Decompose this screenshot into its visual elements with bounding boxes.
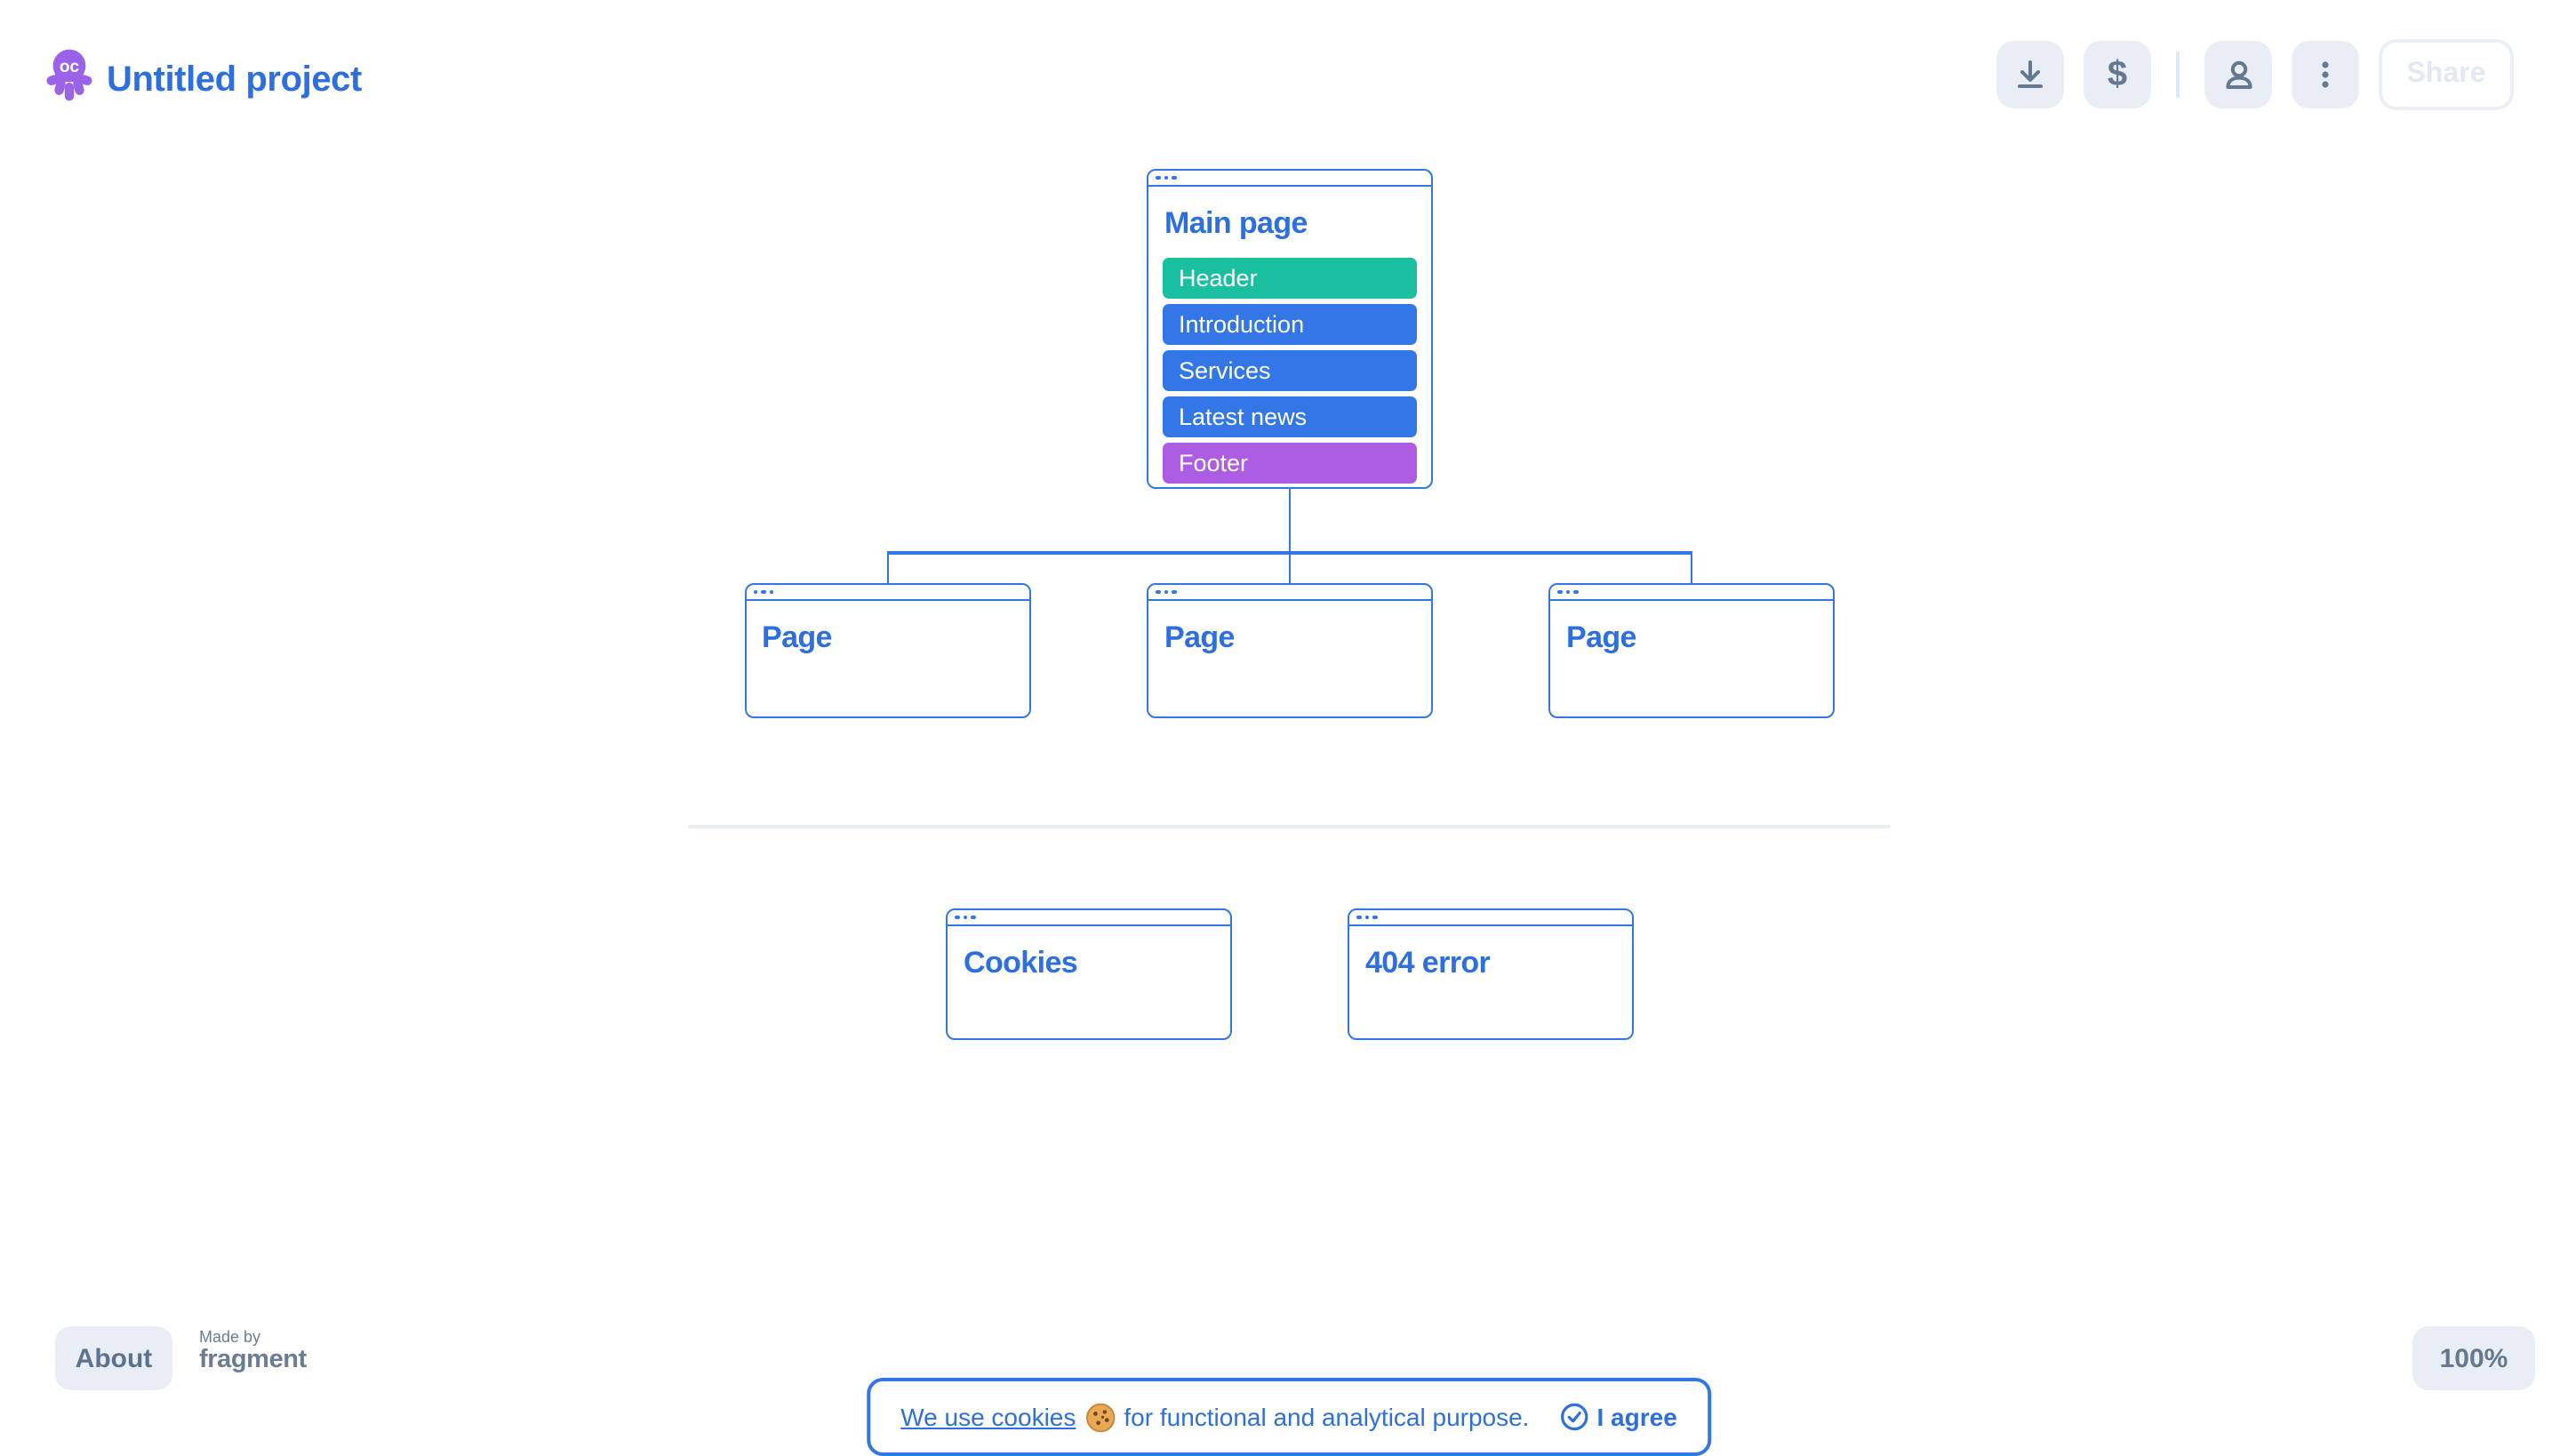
section-block-services[interactable]: Services <box>1163 350 1417 391</box>
toolbar: $ Share <box>1996 39 2514 110</box>
section-block-introduction[interactable]: Introduction <box>1163 304 1417 345</box>
pricing-dollar-icon: $ <box>2107 55 2128 94</box>
card-titlebar <box>1148 171 1431 187</box>
top-bar: oc Untitled project $ <box>0 0 2560 142</box>
connector-page2-drop <box>1288 551 1292 583</box>
fragment-wordmark: fragment <box>199 1346 307 1375</box>
node-title[interactable]: 404 error <box>1365 946 1491 980</box>
card-titlebar <box>746 585 1028 601</box>
connector-page1-drop <box>886 551 890 583</box>
card-titlebar <box>1148 585 1431 601</box>
project-title[interactable]: Untitled project <box>107 60 362 100</box>
canvas-section-divider <box>688 825 1890 828</box>
account-button[interactable] <box>2204 41 2272 108</box>
section-blocks: Header Introduction Services Latest news… <box>1163 258 1417 484</box>
node-title[interactable]: Cookies <box>964 946 1078 980</box>
about-button[interactable]: About <box>55 1326 172 1390</box>
window-dots-icon <box>1356 915 1378 920</box>
toolbar-divider <box>2176 52 2180 98</box>
connector-main-down <box>1288 489 1292 554</box>
window-dots-icon <box>955 915 976 920</box>
sitemap-node-page-1[interactable]: Page <box>744 583 1030 718</box>
node-title[interactable]: Main page <box>1164 206 1308 240</box>
zoom-level-button[interactable]: 100% <box>2412 1326 2535 1390</box>
user-icon <box>2225 60 2252 88</box>
card-titlebar <box>1550 585 1833 601</box>
node-title[interactable]: Page <box>1566 620 1636 654</box>
section-block-header[interactable]: Header <box>1163 258 1417 299</box>
more-kebab-icon <box>2322 61 2329 88</box>
made-by-fragment-logo[interactable]: Made by fragment <box>199 1328 307 1376</box>
pricing-button[interactable]: $ <box>2084 41 2151 108</box>
download-icon <box>2018 60 2043 88</box>
node-title[interactable]: Page <box>762 620 832 654</box>
cookie-icon <box>1084 1402 1115 1432</box>
section-block-footer[interactable]: Footer <box>1163 443 1417 484</box>
window-dots-icon <box>753 589 774 595</box>
sitemap-node-page-3[interactable]: Page <box>1548 583 1835 718</box>
cookie-banner: We use cookies for functional and analyt… <box>867 1378 1711 1456</box>
share-button[interactable]: Share <box>2379 39 2514 110</box>
section-block-latest-news[interactable]: Latest news <box>1163 396 1417 437</box>
window-dots-icon <box>1156 175 1177 180</box>
window-dots-icon <box>1156 589 1177 595</box>
agree-button[interactable]: I agree <box>1559 1403 1677 1431</box>
cookie-message: for functional and analytical purpose. <box>1124 1403 1530 1431</box>
sitemap-node-404-error[interactable]: 404 error <box>1348 908 1634 1040</box>
sitemap-node-page-2[interactable]: Page <box>1147 583 1433 718</box>
download-button[interactable] <box>1996 41 2064 108</box>
check-circle-icon <box>1560 1403 1588 1431</box>
more-button[interactable] <box>2292 41 2359 108</box>
window-dots-icon <box>1557 589 1579 595</box>
agree-label: I agree <box>1596 1403 1677 1431</box>
card-titlebar <box>948 910 1230 926</box>
connector-page3-drop <box>1690 551 1693 583</box>
octopus-logo-icon[interactable]: oc <box>46 48 92 101</box>
made-by-label: Made by <box>199 1328 261 1346</box>
cookies-policy-link[interactable]: We use cookies <box>900 1403 1076 1431</box>
sitemap-node-cookies[interactable]: Cookies <box>946 908 1232 1040</box>
card-titlebar <box>1349 910 1632 926</box>
sitemap-node-main-page[interactable]: Main page Header Introduction Services L… <box>1147 169 1433 489</box>
node-title[interactable]: Page <box>1164 620 1235 654</box>
svg-text:oc: oc <box>60 58 80 76</box>
